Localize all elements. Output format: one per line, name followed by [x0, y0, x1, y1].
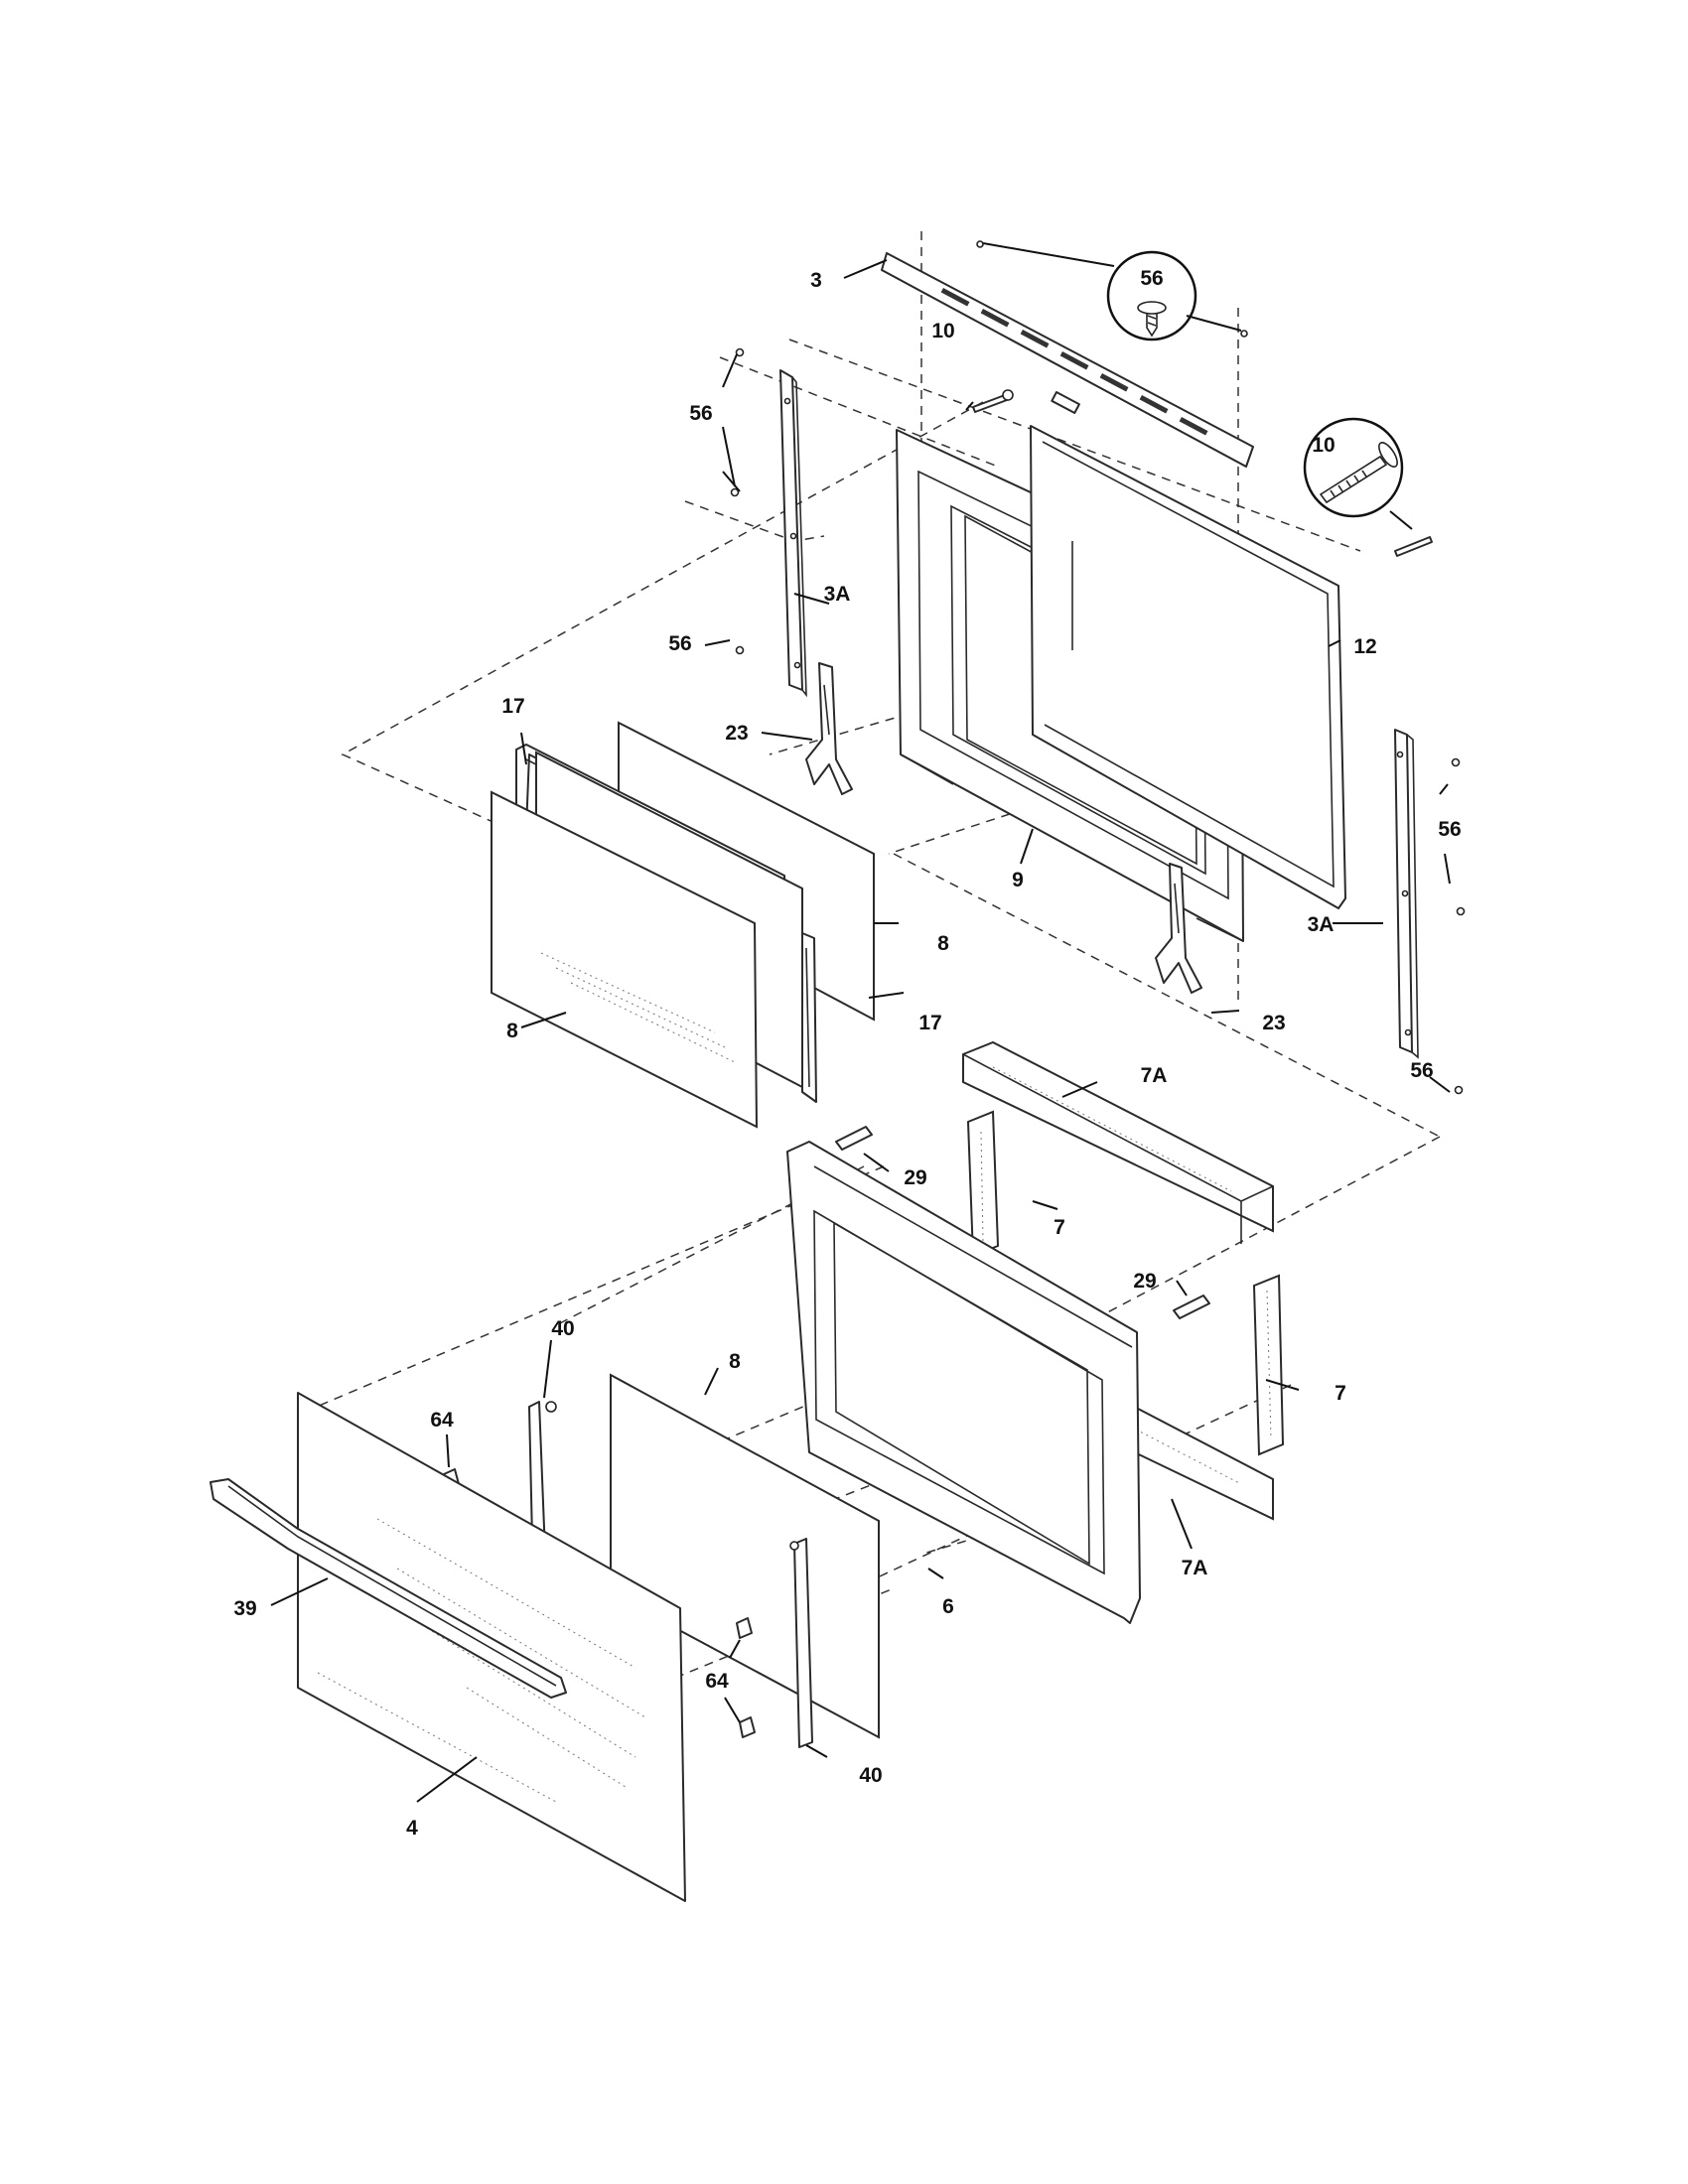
glass-panel-front — [491, 790, 759, 1129]
callout-56-detail: 56 — [1140, 267, 1163, 290]
door-handle — [210, 1478, 567, 1699]
callout-7A-top: 7A — [1141, 1064, 1168, 1087]
callout-29-top: 29 — [904, 1166, 926, 1189]
glass-spacer-right — [801, 932, 817, 1103]
callout-8-left: 8 — [506, 1020, 518, 1042]
top-vent-trim — [881, 252, 1254, 469]
right-side-trim — [1394, 729, 1419, 1059]
bolt-detail-circle — [1303, 417, 1404, 518]
hinge-right — [1155, 863, 1202, 994]
callout-3A-left: 3A — [824, 583, 851, 606]
callout-23-left: 23 — [725, 722, 748, 745]
callout-56-bottom: 56 — [1410, 1059, 1433, 1082]
insulation-left — [966, 1110, 1000, 1258]
callout-7A-bottom: 7A — [1182, 1557, 1208, 1579]
callout-64-bottom: 64 — [705, 1670, 729, 1693]
callout-17-top: 17 — [501, 695, 524, 718]
door-bracket-right — [789, 1538, 813, 1748]
callout-8-lower: 8 — [729, 1350, 741, 1373]
callout-40-top: 40 — [551, 1317, 574, 1340]
callout-12: 12 — [1353, 635, 1376, 658]
callout-64-top: 64 — [430, 1409, 454, 1432]
callout-7-top: 7 — [1054, 1216, 1065, 1239]
callout-40-bottom: 40 — [859, 1764, 882, 1787]
hinge-left — [805, 662, 853, 795]
insulation-right — [1252, 1274, 1285, 1456]
inner-door-liner — [786, 1141, 1141, 1624]
callout-10-top: 10 — [931, 320, 954, 342]
callout-8-right: 8 — [937, 932, 949, 955]
outer-door-frame — [1030, 390, 1346, 909]
callout-7-right: 7 — [1335, 1382, 1346, 1405]
callout-23-right: 23 — [1262, 1012, 1285, 1034]
callout-3A-right: 3A — [1308, 913, 1335, 936]
screw-detail-circle — [1106, 250, 1197, 341]
callout-10-detail: 10 — [1312, 434, 1335, 457]
insulation-top — [962, 1040, 1274, 1244]
callout-29-right: 29 — [1133, 1270, 1156, 1293]
callout-4: 4 — [406, 1817, 418, 1840]
callout-39: 39 — [233, 1597, 256, 1620]
callout-56-right: 56 — [1438, 818, 1461, 841]
callout-56-left-top: 56 — [689, 402, 712, 425]
callout-17-right: 17 — [918, 1012, 941, 1034]
callout-9: 9 — [1012, 869, 1024, 891]
callout-6: 6 — [942, 1595, 954, 1618]
callout-56-left-mid: 56 — [668, 632, 691, 655]
left-side-trim — [779, 369, 807, 698]
callout-leaders — [270, 259, 1451, 1803]
glass-panel-lower — [610, 1373, 880, 1739]
callout-3: 3 — [810, 269, 822, 292]
callout-labels: 3 56 10 56 10 3A 56 12 17 23 56 9 3A 8 2… — [233, 267, 1461, 1840]
